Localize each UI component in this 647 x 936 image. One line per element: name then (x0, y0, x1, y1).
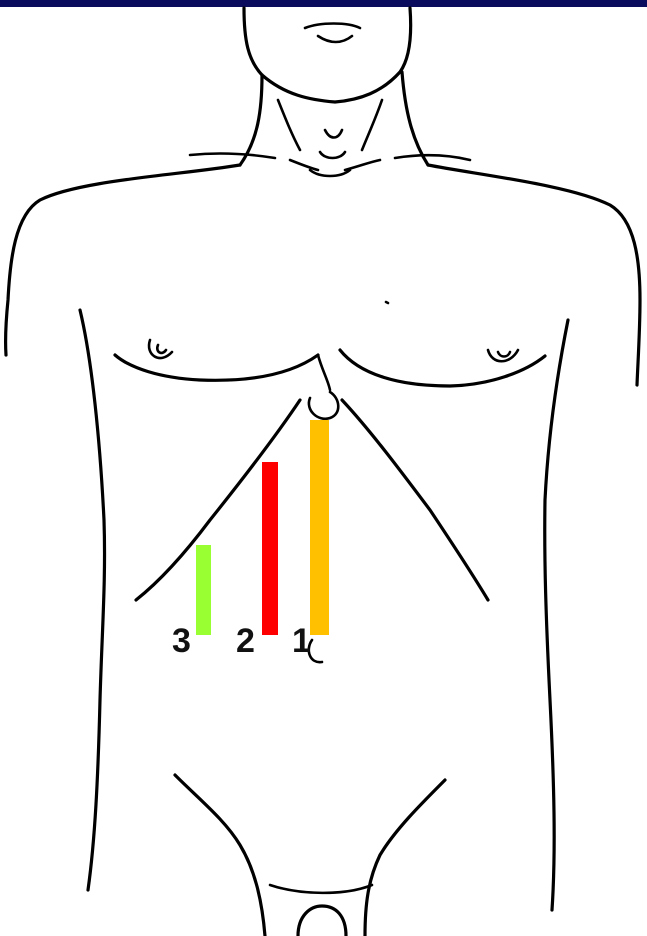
marker-1-bar (310, 420, 329, 635)
marker-2-bar (262, 462, 278, 635)
marker-3-bar (196, 545, 211, 635)
marker-1-label: 1 (292, 622, 311, 660)
marker-2-label: 2 (236, 622, 255, 660)
marker-3-label: 3 (172, 622, 191, 660)
